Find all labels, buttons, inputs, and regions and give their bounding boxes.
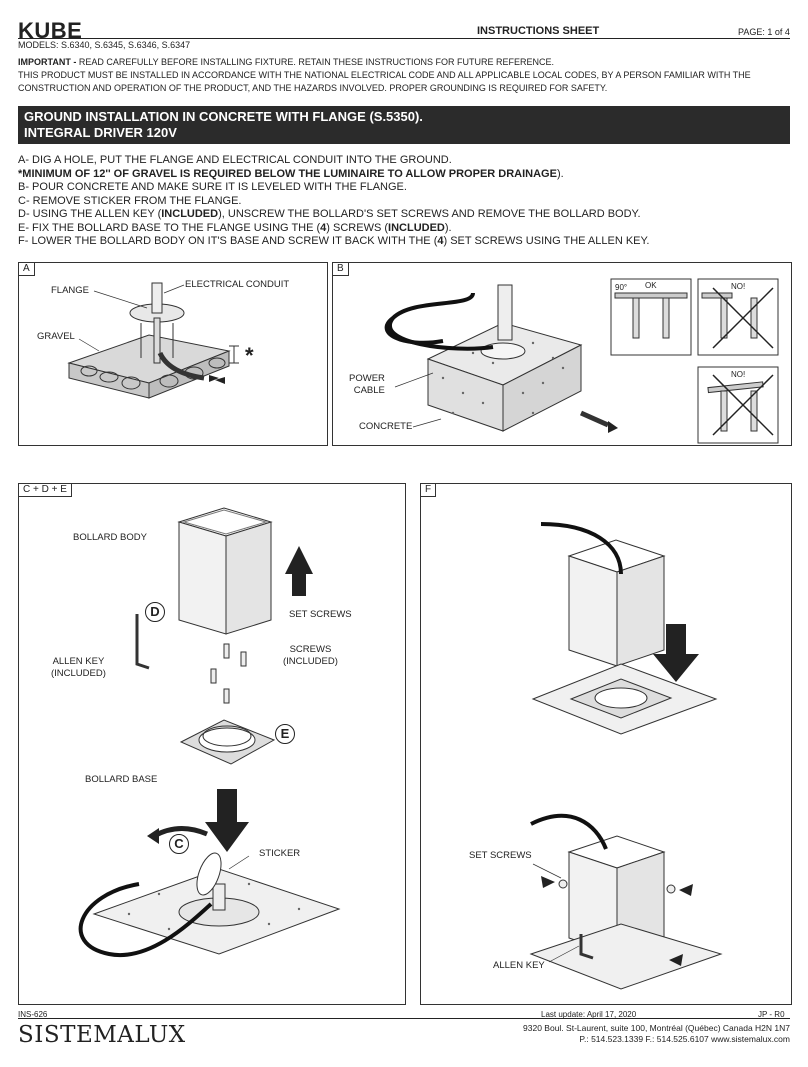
label-bollard-base: BOLLARD BASE: [85, 774, 158, 785]
panel-f: F SET SCREWS ALLEN KEY: [420, 483, 792, 1005]
step-a: A- DIG A HOLE, PUT THE FLANGE AND ELECTR…: [18, 154, 452, 166]
banner-line-2: INTEGRAL DRIVER 120V: [24, 125, 177, 140]
header-rule: [18, 38, 790, 39]
panel-cde: C + D + E BOLLARD BODY SET SCREWS ALLEN …: [18, 483, 406, 1005]
models-list: MODELS: S.6340, S.6345, S.6346, S.6347: [18, 40, 191, 50]
step-marker-d: D: [145, 602, 165, 622]
label-ok: OK: [645, 281, 657, 290]
label-allen-key: ALLEN KEY (INCLUDED): [51, 656, 106, 679]
panel-b: B POWER CABLE CONCRETE 90° OK NO! NO!: [332, 262, 792, 446]
label-asterisk: *: [245, 343, 254, 368]
company-address-block: 9320 Boul. St-Laurent, suite 100, Montré…: [420, 1023, 790, 1045]
label-f-allen-key: ALLEN KEY: [493, 960, 545, 971]
company-logo: SISTEMALUX: [18, 1022, 186, 1048]
panel-a: A FLANGE ELECTRICAL CONDUIT GRAVEL *: [18, 262, 328, 446]
important-notice: IMPORTANT - READ CAREFULLY BEFORE INSTAL…: [18, 56, 793, 95]
instruction-steps: A- DIG A HOLE, PUT THE FLANGE AND ELECTR…: [18, 154, 793, 249]
notice-line-2: THIS PRODUCT MUST BE INSTALLED IN ACCORD…: [18, 70, 751, 93]
label-concrete: CONCRETE: [359, 421, 413, 432]
step-f: F- LOWER THE BOLLARD BODY ON IT'S BASE A…: [18, 235, 650, 247]
step-c: C- REMOVE STICKER FROM THE FLANGE.: [18, 194, 242, 207]
notice-line-1: READ CAREFULLY BEFORE INSTALLING FIXTURE…: [76, 57, 555, 67]
footer-rule: [18, 1018, 790, 1019]
panel-b-tag: B: [332, 262, 349, 276]
step-marker-e: E: [275, 724, 295, 744]
panel-a-tag: A: [18, 262, 35, 276]
label-no-1: NO!: [731, 282, 746, 291]
label-flange: FLANGE: [51, 285, 90, 296]
important-label: IMPORTANT -: [18, 57, 77, 67]
step-marker-c: C: [169, 834, 189, 854]
label-gravel: GRAVEL: [37, 331, 75, 342]
panel-f-illustration: [529, 522, 723, 990]
label-no-2: NO!: [731, 370, 746, 379]
panel-a-illustration: [67, 282, 239, 399]
step-b: B- POUR CONCRETE AND MAKE SURE IT IS LEV…: [18, 181, 407, 193]
label-electrical-conduit: ELECTRICAL CONDUIT: [185, 279, 290, 290]
step-a-note-bold: *MINIMUM OF 12'' OF GRAVEL IS REQUIRED B…: [18, 167, 557, 180]
panel-f-tag: F: [420, 483, 437, 497]
revision: JP - R0: [758, 1010, 785, 1019]
panel-b-illustration: [384, 278, 779, 444]
section-banner: GROUND INSTALLATION IN CONCRETE WITH FLA…: [18, 106, 790, 144]
company-contact: P.: 514.523.1339 F.: 514.525.6107 www.si…: [579, 1034, 790, 1044]
panel-cde-illustration: [78, 507, 341, 958]
label-bollard-body: BOLLARD BODY: [73, 532, 147, 543]
label-sticker: STICKER: [259, 848, 301, 859]
step-a-note-end: ).: [556, 167, 564, 180]
label-set-screws: SET SCREWS: [289, 609, 352, 620]
document-code: INS-626: [18, 1010, 48, 1019]
page-number: PAGE: 1 of 4: [738, 27, 790, 37]
last-update: Last update: April 17, 2020: [541, 1010, 637, 1019]
step-d: D- USING THE ALLEN KEY (INCLUDED), UNSCR…: [18, 208, 641, 220]
sheet-label: INSTRUCTIONS SHEET: [477, 25, 600, 37]
label-power-cable: POWER CABLE: [349, 373, 385, 396]
banner-line-1: GROUND INSTALLATION IN CONCRETE WITH FLA…: [24, 109, 423, 124]
company-address: 9320 Boul. St-Laurent, suite 100, Montré…: [523, 1023, 790, 1033]
step-e: E- FIX THE BOLLARD BASE TO THE FLANGE US…: [18, 221, 452, 234]
panel-cde-tag: C + D + E: [18, 483, 72, 497]
label-angle: 90°: [615, 283, 628, 292]
label-screws: SCREWS (INCLUDED): [283, 644, 338, 667]
label-f-set-screws: SET SCREWS: [469, 850, 532, 861]
step-a-note: *MINIMUM OF 12'' OF GRAVEL IS REQUIRED B…: [18, 168, 793, 182]
